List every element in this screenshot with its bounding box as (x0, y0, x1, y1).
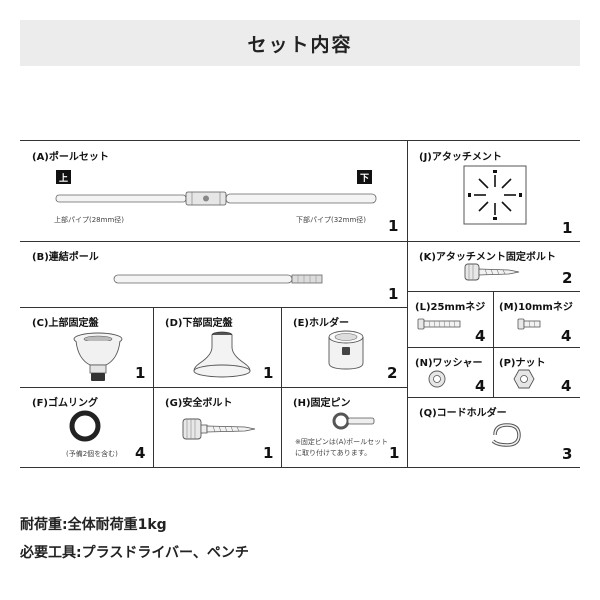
part-qty-p: 4 (561, 377, 572, 395)
washer-icon (428, 370, 446, 388)
part-label-c: (C)上部固定盤 (32, 318, 99, 329)
part-qty-a: 1 (388, 217, 399, 235)
part-label-e: (E)ホルダー (293, 318, 349, 329)
part-cell-e: (E)ホルダー 2 (281, 307, 407, 387)
required-tools-text: 必要工具:プラスドライバー、ペンチ (20, 545, 249, 561)
part-label-j: (J)アタッチメント (419, 152, 502, 163)
part-qty-b: 1 (388, 285, 399, 303)
part-cell-n: (N)ワッシャー 4 (407, 347, 493, 397)
attachment-fixing-bolt-icon (464, 263, 520, 281)
screw-25mm-icon (417, 318, 461, 330)
part-qty-g: 1 (263, 444, 274, 462)
lower-pipe-note: 下部パイプ(32mm径) (296, 216, 367, 224)
part-cell-p: (P)ナット 4 (493, 347, 580, 397)
part-qty-k: 2 (562, 269, 573, 287)
part-label-b: (B)連結ポール (32, 252, 99, 263)
fixing-pin-note-line2: に取り付けてあります。 (295, 449, 372, 457)
attachment-icon (463, 165, 527, 225)
connecting-pole-icon (113, 274, 323, 284)
part-cell-m: (M)10mmネジ 4 (493, 291, 580, 347)
top-badge: 上 (56, 170, 71, 184)
part-label-l: (L)25mmネジ (415, 302, 486, 313)
grid-divider (493, 291, 494, 397)
part-cell-q: (Q)コードホルダー 3 (407, 397, 580, 467)
grid-divider (20, 307, 407, 308)
part-qty-e: 2 (387, 364, 398, 382)
grid-divider (407, 241, 580, 242)
part-qty-m: 4 (561, 327, 572, 345)
part-cell-b: (B)連結ポール 1 (20, 241, 407, 307)
grid-divider (407, 397, 580, 398)
part-label-q: (Q)コードホルダー (419, 408, 507, 419)
fixing-pin-icon (332, 412, 375, 430)
grid-divider (281, 307, 282, 467)
safety-bolt-icon (182, 418, 256, 440)
part-qty-c: 1 (135, 364, 146, 382)
grid-divider (153, 307, 154, 467)
nut-icon (513, 369, 535, 389)
part-qty-f: 4 (135, 444, 146, 462)
upper-fixing-plate-icon (73, 332, 123, 381)
rubber-ring-icon (69, 410, 101, 442)
part-label-p: (P)ナット (499, 358, 546, 369)
part-cell-f: (F)ゴムリング (予備2個を含む) 4 (20, 387, 153, 467)
part-qty-d: 1 (263, 364, 274, 382)
grid-divider (20, 241, 407, 242)
fixing-pin-note-line1: ※固定ピンは(A)ポールセット (295, 438, 389, 446)
part-qty-j: 1 (562, 219, 573, 237)
part-cell-d: (D)下部固定盤 1 (153, 307, 281, 387)
part-label-h: (H)固定ピン (293, 398, 351, 409)
section-header: セット内容 (20, 20, 580, 66)
part-qty-h: 1 (389, 444, 400, 462)
part-cell-h: (H)固定ピン ※固定ピンは(A)ポールセット に取り付けてあります。 1 (281, 387, 407, 467)
part-label-m: (M)10mmネジ (499, 302, 573, 313)
screw-10mm-icon (517, 318, 541, 330)
part-cell-l: (L)25mmネジ 4 (407, 291, 493, 347)
cord-holder-icon (491, 423, 521, 447)
grid-divider (407, 141, 408, 467)
part-cell-g: (G)安全ボルト 1 (153, 387, 281, 467)
part-cell-c: (C)上部固定盤 1 (20, 307, 153, 387)
part-label-d: (D)下部固定盤 (165, 318, 233, 329)
rubber-ring-note: (予備2個を含む) (66, 450, 118, 458)
lower-fixing-plate-icon (193, 331, 251, 378)
part-qty-n: 4 (475, 377, 486, 395)
part-label-n: (N)ワッシャー (415, 358, 483, 369)
part-cell-j: (J)アタッチメント 1 (407, 141, 580, 241)
load-capacity-text: 耐荷重:全体耐荷重1kg (20, 517, 167, 533)
holder-icon (328, 330, 364, 370)
bottom-badge: 下 (357, 170, 372, 184)
section-title: セット内容 (247, 33, 353, 56)
part-label-k: (K)アタッチメント固定ボルト (419, 252, 556, 263)
upper-pipe-note: 上部パイプ(28mm径) (54, 216, 125, 224)
part-label-f: (F)ゴムリング (32, 398, 98, 409)
part-qty-q: 3 (562, 445, 573, 463)
part-label-g: (G)安全ボルト (165, 398, 233, 409)
part-cell-k: (K)アタッチメント固定ボルト 2 (407, 241, 580, 291)
grid-divider (20, 387, 407, 388)
parts-list-grid: (A)ポールセット 上 下 上部パイプ(28mm径) 下部パイプ(32mm径) … (20, 140, 580, 468)
part-label-a: (A)ポールセット (32, 152, 109, 163)
part-cell-a: (A)ポールセット 上 下 上部パイプ(28mm径) 下部パイプ(32mm径) … (20, 141, 407, 241)
pole-set-icon (55, 191, 377, 206)
part-qty-l: 4 (475, 327, 486, 345)
